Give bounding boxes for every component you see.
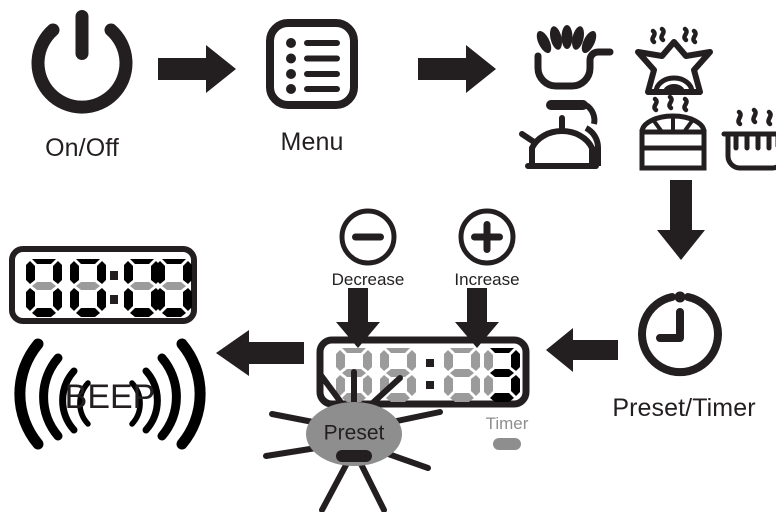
clock-icon[interactable] <box>634 288 770 380</box>
control-increase: Increase <box>447 208 527 290</box>
arrow-display-to-beep <box>216 330 304 376</box>
step-power: On/Off <box>22 8 142 163</box>
arrow-timer-to-display <box>546 328 618 372</box>
indicator-timer: Timer <box>472 414 542 450</box>
arrow-decrease-to-display <box>336 288 380 350</box>
control-decrease: Decrease <box>328 208 408 290</box>
power-label: On/Off <box>45 134 119 162</box>
decrease-label: Decrease <box>331 270 405 289</box>
menu-list-icon[interactable] <box>265 18 359 110</box>
step-preset-timer: Preset/Timer <box>598 288 770 423</box>
indicator-preset: Preset Preset <box>262 369 446 512</box>
finish-display-frame <box>9 246 197 324</box>
steamer-icon[interactable] <box>630 92 716 174</box>
stew-pot-icon[interactable] <box>630 22 718 98</box>
menu-label: Menu <box>280 128 344 156</box>
beep-label: BEEP <box>65 378 156 416</box>
indicator-timer-label: Timer <box>485 414 529 433</box>
minus-circle-icon[interactable] <box>339 208 408 266</box>
step-menu: Menu <box>265 18 359 157</box>
indicator-timer-dash <box>493 438 521 450</box>
indicator-preset-label: Preset <box>324 422 385 445</box>
arrow-power-to-menu <box>158 45 238 93</box>
power-icon[interactable] <box>22 8 142 120</box>
arrow-increase-to-display <box>455 288 499 350</box>
beep-indicator: BEEP BEEP <box>10 338 210 450</box>
arrow-menu-to-modes <box>418 45 498 93</box>
preset-timer-label: Preset/Timer <box>612 394 756 422</box>
increase-label: Increase <box>454 270 520 289</box>
fry-pan-icon[interactable] <box>526 25 614 90</box>
hotpot-icon[interactable] <box>720 94 776 174</box>
kettle-icon[interactable] <box>516 98 608 172</box>
finish-display-panel: 00:00 <box>8 245 198 325</box>
plus-circle-icon[interactable] <box>458 208 527 266</box>
arrow-modes-to-timer <box>657 180 705 262</box>
